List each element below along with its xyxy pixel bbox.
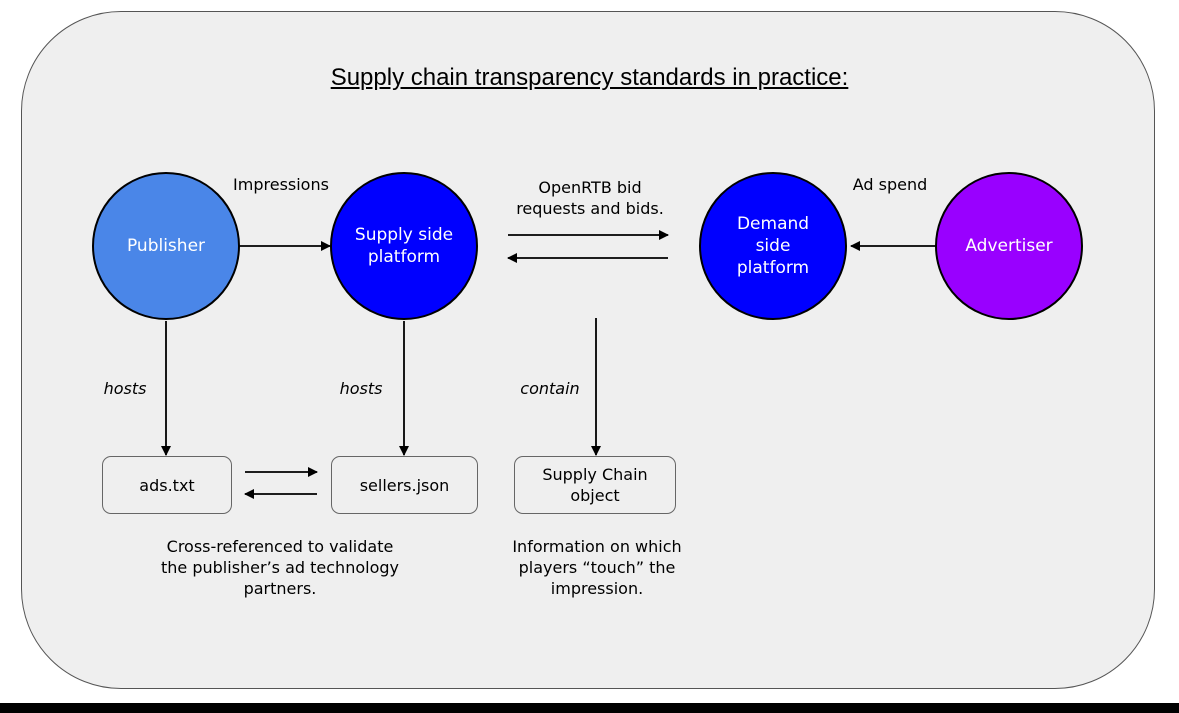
supply-chain-object-box: Supply Chain object	[514, 456, 676, 514]
advertiser-node: Advertiser	[935, 172, 1083, 320]
diagram-title: Supply chain transparency standards in p…	[330, 64, 849, 91]
publisher-label: Publisher	[126, 236, 206, 256]
openrtb-label: OpenRTB bid requests and bids.	[516, 178, 664, 218]
publisher-node: Publisher	[92, 172, 240, 320]
hosts-ssp-label: hosts	[339, 379, 383, 398]
supply-chain-object-label: Supply Chain object	[542, 465, 648, 505]
contain-label: contain	[520, 379, 580, 398]
advertiser-label: Advertiser	[965, 236, 1053, 256]
hosts-publisher-label: hosts	[103, 379, 147, 398]
bottom-bar	[0, 703, 1179, 713]
sellers-json-box: sellers.json	[331, 456, 478, 514]
ads-txt-label: ads.txt	[139, 475, 195, 495]
dsp-label: Demand side platform	[736, 214, 810, 278]
ads-txt-box: ads.txt	[102, 456, 232, 514]
sellers-json-label: sellers.json	[359, 475, 450, 495]
ssp-label: Supply side platform	[354, 225, 454, 267]
ad-spend-label: Ad spend	[852, 175, 928, 194]
diagram-panel	[21, 11, 1155, 689]
impressions-label: Impressions	[233, 175, 329, 194]
dsp-node: Demand side platform	[699, 172, 847, 320]
ssp-node: Supply side platform	[330, 172, 478, 320]
schain-info-note: Information on which players “touch” the…	[512, 537, 682, 598]
cross-reference-note: Cross-referenced to validate the publish…	[161, 537, 399, 598]
